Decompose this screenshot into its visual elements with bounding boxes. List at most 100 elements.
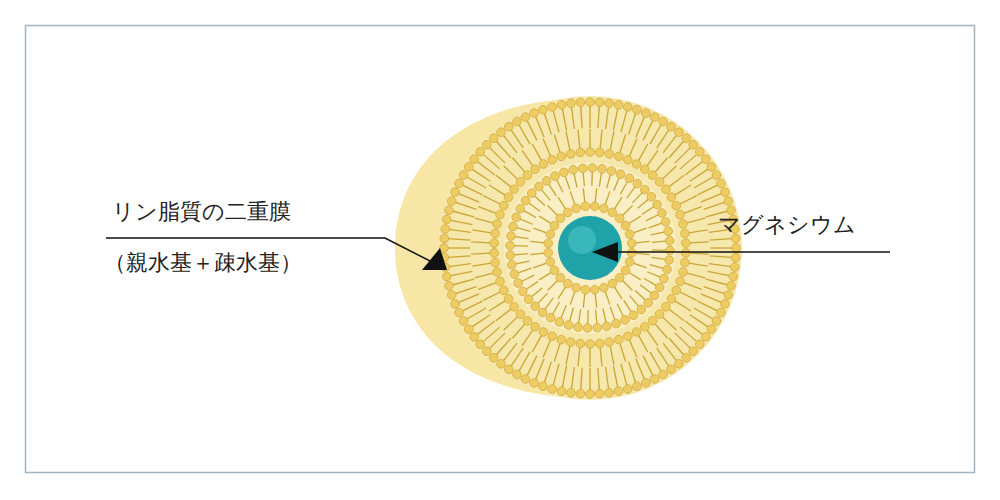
lipid-head bbox=[608, 208, 617, 217]
lipid-head bbox=[493, 220, 502, 229]
lipid-tail bbox=[710, 247, 732, 248]
lipid-tail bbox=[704, 287, 725, 294]
lipid-tail bbox=[644, 278, 656, 285]
lipid-head bbox=[625, 230, 634, 239]
lipid-head bbox=[567, 388, 576, 397]
lipid-tail bbox=[610, 346, 614, 365]
lipid-tail bbox=[680, 327, 697, 342]
lipid-tail bbox=[448, 256, 470, 257]
lipid-tail bbox=[636, 117, 644, 137]
lipid-head bbox=[662, 302, 671, 311]
lipid-head bbox=[531, 165, 540, 174]
lipid-tail bbox=[532, 144, 541, 161]
lipid-head bbox=[633, 382, 642, 391]
lipid-tail bbox=[496, 338, 511, 355]
lipid-tail bbox=[642, 207, 654, 215]
lipid-tail bbox=[544, 362, 551, 383]
lipid-tail bbox=[532, 335, 541, 352]
lipid-head bbox=[621, 221, 630, 230]
lipid-tail bbox=[496, 141, 511, 158]
lipid-tail bbox=[548, 281, 558, 291]
arrowhead bbox=[422, 248, 447, 270]
magnesium-core bbox=[558, 216, 622, 280]
lipid-head bbox=[470, 333, 479, 342]
lipid-tail bbox=[651, 257, 665, 259]
lipid-tail bbox=[533, 228, 546, 233]
lipid-head bbox=[542, 177, 551, 186]
lipid-head bbox=[642, 379, 651, 388]
lipid-head bbox=[534, 182, 543, 191]
lipid-head bbox=[605, 99, 614, 108]
lipid-tail bbox=[643, 121, 653, 141]
lipid-tail bbox=[504, 135, 517, 152]
lipid-head bbox=[712, 317, 721, 326]
lipid-tail bbox=[535, 196, 545, 206]
lipid-tail bbox=[504, 343, 517, 360]
lipid-head bbox=[665, 236, 674, 245]
lipid-tail bbox=[527, 121, 537, 141]
lipid-tail bbox=[472, 230, 491, 233]
lipid-head bbox=[514, 279, 523, 288]
lipid-head bbox=[464, 325, 473, 334]
lipid-tail bbox=[652, 241, 666, 242]
lipid-head bbox=[531, 302, 540, 311]
lipid-head bbox=[583, 324, 592, 333]
lipid-head bbox=[513, 117, 522, 126]
lipid-head bbox=[445, 281, 454, 290]
lipid-head bbox=[500, 201, 509, 210]
lipid-head bbox=[557, 335, 566, 344]
lipid-head bbox=[548, 103, 557, 112]
lipid-tail bbox=[589, 348, 590, 367]
lipid-head bbox=[641, 322, 650, 331]
lipid-head bbox=[500, 286, 509, 295]
lipid-tail bbox=[684, 207, 702, 214]
lipid-head bbox=[721, 188, 730, 197]
core-highlight bbox=[568, 226, 596, 254]
lipid-head bbox=[614, 335, 623, 344]
lipid-head bbox=[516, 310, 525, 319]
lipid-head bbox=[650, 113, 659, 122]
lipid-tail bbox=[527, 356, 537, 376]
lipid-head bbox=[548, 385, 557, 394]
lipid-tail bbox=[685, 162, 702, 175]
lipid-tail bbox=[490, 333, 506, 349]
lipid-head bbox=[496, 210, 505, 219]
lipid-tail bbox=[530, 241, 544, 243]
lipid-tail bbox=[448, 247, 470, 248]
lipid-tail bbox=[669, 175, 684, 187]
lipid-head bbox=[724, 197, 733, 206]
lipid-tail bbox=[451, 271, 473, 275]
lipid-tail bbox=[543, 139, 550, 156]
lipid-tail bbox=[600, 347, 602, 366]
lipid-tail bbox=[633, 263, 646, 268]
lipid-head bbox=[546, 313, 555, 322]
lipid-tail bbox=[690, 315, 708, 327]
lipid-head bbox=[527, 189, 536, 198]
lipid-head bbox=[605, 338, 614, 347]
lipid-tail bbox=[548, 206, 558, 216]
lipid-head bbox=[627, 239, 636, 248]
lipid-head bbox=[581, 202, 590, 211]
lipid-tail bbox=[475, 273, 493, 278]
lipid-head bbox=[464, 163, 473, 172]
lipid-head bbox=[497, 128, 506, 137]
lipid-head bbox=[459, 171, 468, 180]
lipid-head bbox=[530, 379, 539, 388]
lipid-head bbox=[590, 202, 599, 211]
lipid-head bbox=[724, 291, 733, 300]
lipid-tail bbox=[650, 125, 661, 144]
callout-label: （親水基＋疎水基） bbox=[104, 250, 302, 276]
lipid-head bbox=[576, 389, 585, 398]
lipid-tail bbox=[574, 174, 577, 188]
lipid-tail bbox=[512, 158, 524, 172]
lipid-tail bbox=[698, 185, 718, 195]
lipid-head bbox=[727, 281, 736, 290]
lipid-tail bbox=[558, 197, 565, 209]
lipid-head bbox=[521, 113, 530, 122]
lipid-tail bbox=[538, 293, 548, 303]
lipid-head bbox=[672, 286, 681, 295]
lipid-head bbox=[546, 258, 555, 267]
lipid-head bbox=[539, 105, 548, 114]
lipid-tail bbox=[710, 256, 732, 257]
lipid-tail bbox=[544, 114, 551, 135]
